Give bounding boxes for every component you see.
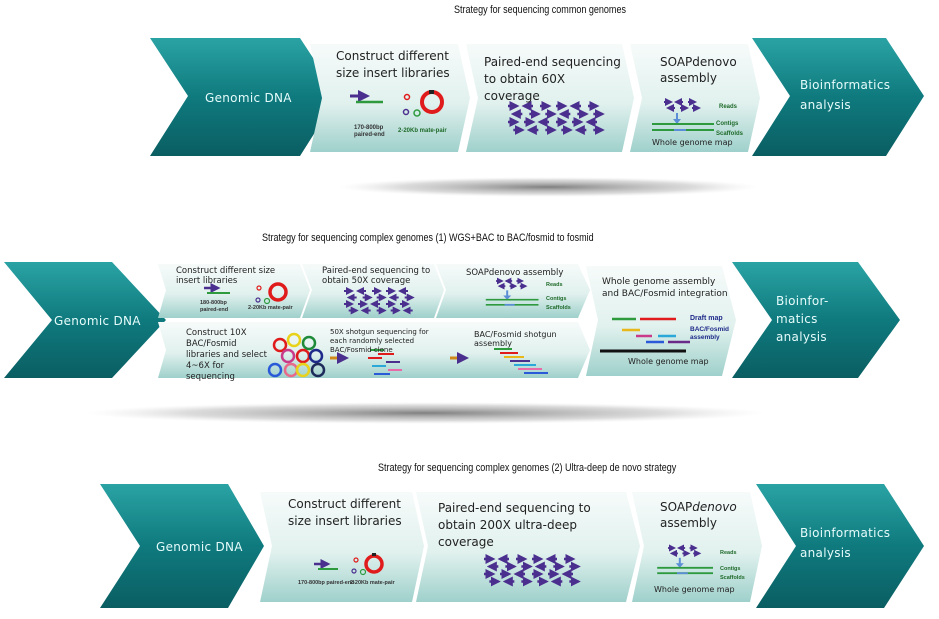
row1-step2-label: Paired-end sequencing to obtain 60X cove… [484, 55, 621, 103]
row1-scaffolds-label: Scaffolds [716, 131, 744, 137]
row2-title: Strategy for sequencing complex genomes … [262, 232, 594, 244]
row3-step3-a: SOAP [660, 500, 693, 514]
row1-step3-label: SOAPdenovo assembly [660, 55, 737, 85]
row2-map-label: Whole genome map [628, 357, 709, 366]
row1-end-line2: analysis [800, 98, 851, 112]
row1-reads-label: Reads [719, 104, 738, 110]
row3-reads-label: Reads [720, 550, 737, 556]
row2-start-label: Genomic DNA [54, 314, 141, 328]
row3-end-chevron [756, 484, 924, 608]
row1-lib-b-label: 2-20Kb mate-pair [398, 128, 447, 134]
row2-bac-assembly-icon [494, 348, 548, 374]
row2-reads-icon [344, 287, 415, 315]
row2-bac-clones-icon [267, 332, 326, 378]
row2-bac-assembly-label: BAC/Fosmid assembly [690, 326, 729, 341]
row3-lib-b-label: 2-20Kb mate-pair [350, 580, 395, 586]
row2-draft-label: Draft map [690, 315, 723, 322]
row2-end-line2: matics [776, 312, 818, 326]
row2-reads-label: Reads [546, 282, 563, 288]
row2-lower1-label: Construct 10X BAC/Fosmid libraries and s… [186, 328, 267, 382]
row3-scaffolds-label: Scaffolds [720, 575, 745, 581]
row1-step1-panel [310, 44, 470, 152]
row1-end-line1: Bioinformatics [800, 78, 891, 92]
row2-step3-panel [436, 264, 590, 318]
row2-step1-panel [158, 264, 310, 318]
row3-step1-panel [260, 492, 424, 602]
row2-step1-label: Construct different size insert librarie… [176, 266, 276, 286]
row3-assembly-icon [657, 544, 713, 575]
row3-start-chevron [100, 484, 264, 608]
row2-paired-end-icon [204, 283, 230, 294]
row2-step4-label: Whole genome assembly and BAC/Fosmid int… [602, 277, 728, 299]
row3-lib-a-label: 170-800bp paired-end [298, 580, 355, 586]
down-arrow-icon [675, 557, 684, 568]
row2-step2-label: Paired-end sequencing to obtain 50X cove… [322, 266, 431, 286]
row3-plasmid-icon [351, 553, 384, 576]
row3-step1-label: Construct different size insert librarie… [288, 497, 402, 528]
row2-contigs-label: Contigs [546, 296, 567, 302]
row1-start-label: Genomic DNA [205, 91, 292, 105]
row1-reads-icon [508, 101, 605, 135]
row3-map-label: Whole genome map [654, 585, 735, 594]
row3-end-line1: Bioinformatics [800, 526, 891, 540]
row1-step1-label: Construct different size insert librarie… [336, 49, 450, 80]
row1-shadow [338, 177, 758, 197]
row2-lower3-label: BAC/Fosmid shotgun assembly [474, 330, 557, 348]
row3-step3-label: SOAPdenovo assembly [660, 499, 752, 531]
row3-title: Strategy for sequencing complex genomes … [378, 462, 677, 474]
row1-lib-a-label: 170-800bp paired-end [354, 125, 385, 138]
row2-scaffolds-label: Scaffolds [546, 305, 571, 311]
row1-contigs-label: Contigs [716, 121, 739, 127]
row2-assembly-icon [485, 277, 539, 306]
row2-lib-b-label: 2-20Kb mate-pair [248, 305, 293, 311]
row2-step4-panel [586, 266, 736, 376]
row2-end-line1: Bioinfor- [776, 294, 829, 308]
row3-step2-label: Paired-end sequencing to obtain 200X ult… [438, 501, 591, 549]
row1-end-chevron [752, 38, 924, 156]
row1-title: Strategy for sequencing common genomes [454, 4, 626, 16]
row3-end-line2: analysis [800, 546, 851, 560]
row3-start-label: Genomic DNA [156, 540, 243, 554]
row2-shotgun-reads-icon [368, 349, 402, 375]
row2-end-chevron [732, 262, 900, 378]
row1-paired-end-icon [350, 90, 383, 104]
row2-draft-map-icon [600, 317, 690, 353]
row2-step3-label: SOAPdenovo assembly [466, 268, 564, 278]
row2-shadow [85, 402, 765, 424]
row2-plasmid-icon [255, 282, 288, 305]
row2-start-chevron [4, 262, 166, 378]
row3-step2-panel [416, 492, 640, 602]
row1-start-chevron [150, 38, 338, 156]
down-arrow-icon [673, 113, 681, 124]
row3-step3-c: assembly [660, 516, 717, 530]
row1-map-label: Whole genome map [652, 138, 733, 147]
row3-reads-icon [484, 554, 581, 587]
row3-paired-end-icon [314, 559, 338, 570]
row1-assembly-icon [652, 98, 714, 131]
row2-end-line3: analysis [776, 330, 827, 344]
row3-contigs-label: Contigs [720, 566, 741, 572]
row2-lower2-label: 50X shotgun sequencing for each randomly… [330, 328, 429, 354]
down-arrow-icon [503, 290, 512, 300]
row3-step3-b: denovo [692, 500, 737, 514]
row1-plasmid-icon [402, 90, 444, 117]
row2-lib-a-label: 180-800bp paired-end [200, 300, 229, 313]
